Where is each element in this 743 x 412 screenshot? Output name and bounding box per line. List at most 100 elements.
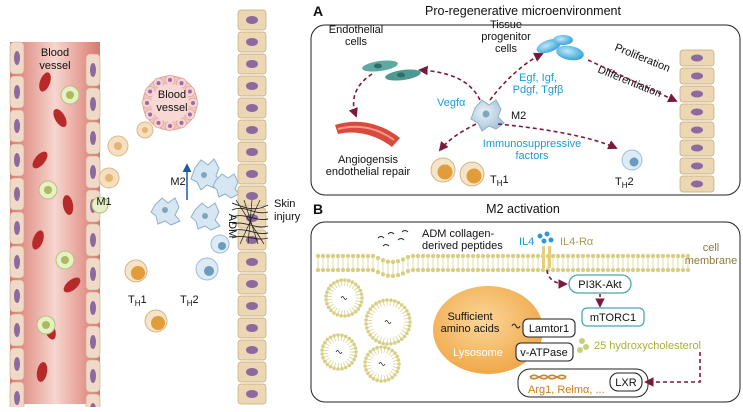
tissue-cell-nucleus	[691, 73, 703, 80]
m2-cell-center	[471, 100, 504, 131]
micelle-head	[344, 335, 348, 339]
pi3k-label: PI3K-Akt	[578, 279, 621, 291]
lipid-head	[336, 268, 340, 272]
lipid-head	[466, 268, 470, 272]
proliferation-label: Proliferation	[613, 42, 672, 75]
lipid-head	[431, 254, 435, 258]
lipid-head	[661, 254, 665, 258]
vegfa-label: Vegfα	[437, 97, 466, 109]
micelle-head	[385, 298, 389, 302]
micelle-head	[354, 310, 358, 314]
lipid-head	[396, 259, 400, 263]
lipid-head	[676, 268, 680, 272]
lipid-head	[621, 268, 625, 272]
lipid-head	[551, 268, 555, 272]
growth-factors-label: Egf, Igf,Pdgf, Tgfβ	[513, 72, 564, 96]
tissue-cell-nucleus	[691, 163, 703, 170]
micelle-head	[336, 367, 340, 371]
lipid-head	[571, 254, 575, 258]
ring-cell-nucleus	[148, 113, 152, 117]
micelle-head	[352, 358, 356, 362]
lipid-head	[411, 268, 415, 272]
micelle-head	[359, 289, 363, 293]
micelle-head	[329, 284, 333, 288]
micelle-head	[364, 322, 368, 326]
micelle-head	[366, 372, 370, 376]
lipid-head	[506, 254, 510, 258]
micelle-head	[379, 345, 383, 349]
lipid-head	[586, 254, 590, 258]
skin-cell-nucleus	[246, 258, 258, 266]
lipid-head	[446, 254, 450, 258]
micelle-head	[390, 376, 394, 380]
micelle-head	[393, 299, 397, 303]
arrow-m2-th1	[440, 124, 476, 150]
lipid-head	[426, 268, 430, 272]
micelle-head	[389, 298, 393, 302]
th2-label-a: TH2	[615, 176, 634, 190]
micelle-head	[347, 314, 351, 318]
micelle-head	[383, 379, 387, 383]
lipid-head	[321, 268, 325, 272]
micelle-head	[374, 339, 378, 343]
skin-cell-nucleus	[246, 170, 258, 178]
panel-a-letter: A	[313, 3, 323, 19]
lipid-head	[446, 268, 450, 272]
lipid-head	[561, 268, 565, 272]
micelle-head	[374, 302, 378, 306]
lipid-head	[631, 268, 635, 272]
micelle-head	[340, 367, 344, 371]
lipid-head	[646, 254, 650, 258]
micelle-head	[336, 280, 340, 284]
endothelial-cells	[361, 59, 421, 83]
lipid-head	[526, 268, 530, 272]
vessel-wall-nucleus	[90, 165, 96, 179]
micelle-head	[369, 375, 373, 379]
micelle-head	[360, 292, 364, 296]
left-blood-vessel	[10, 42, 108, 407]
lipid-head	[501, 268, 505, 272]
micelle-head	[381, 299, 385, 303]
micelle-head	[395, 370, 399, 374]
lysosome-label: Lysosome	[453, 347, 503, 359]
micelle-head	[366, 311, 370, 315]
lipid-head	[561, 254, 565, 258]
lipid-head	[471, 254, 475, 258]
ring-cell-nucleus	[148, 90, 152, 94]
lipid-head	[671, 268, 675, 272]
lipid-head	[606, 254, 610, 258]
vessel-wall-nucleus	[14, 51, 20, 65]
adm-peptides-label: ADM collagen-derived peptides	[422, 228, 503, 252]
lipid-head	[421, 268, 425, 272]
lipid-head	[596, 268, 600, 272]
micelle-head	[379, 379, 383, 383]
lipid-head	[441, 268, 445, 272]
m2-label-left: M2	[170, 176, 185, 188]
lipid-head	[341, 268, 345, 272]
vessel-wall-nucleus	[90, 131, 96, 145]
lipid-head	[381, 272, 385, 276]
vessel-wall-nucleus	[14, 153, 20, 167]
th1-label-a: TH1	[490, 174, 509, 188]
lipid-head	[441, 254, 445, 258]
lipid-head	[586, 268, 590, 272]
leukocyte-nucleus	[61, 256, 69, 264]
m1-cells	[99, 122, 153, 188]
lipid-head	[436, 268, 440, 272]
micelle-head	[350, 339, 354, 343]
lipid-head	[356, 268, 360, 272]
vessel-wall-nucleus	[90, 369, 96, 383]
lipid-head	[581, 268, 585, 272]
lipid-head	[356, 254, 360, 258]
lipid-head	[401, 271, 405, 275]
vatpase-label: v-ATPase	[520, 347, 567, 359]
skin-cell-nucleus	[246, 126, 258, 134]
micelle-head	[329, 309, 333, 313]
micelle-head	[332, 334, 336, 338]
lipid-head	[336, 254, 340, 258]
micelle-head	[323, 341, 327, 345]
skin-cell-nucleus	[246, 60, 258, 68]
micelle-head	[403, 335, 407, 339]
